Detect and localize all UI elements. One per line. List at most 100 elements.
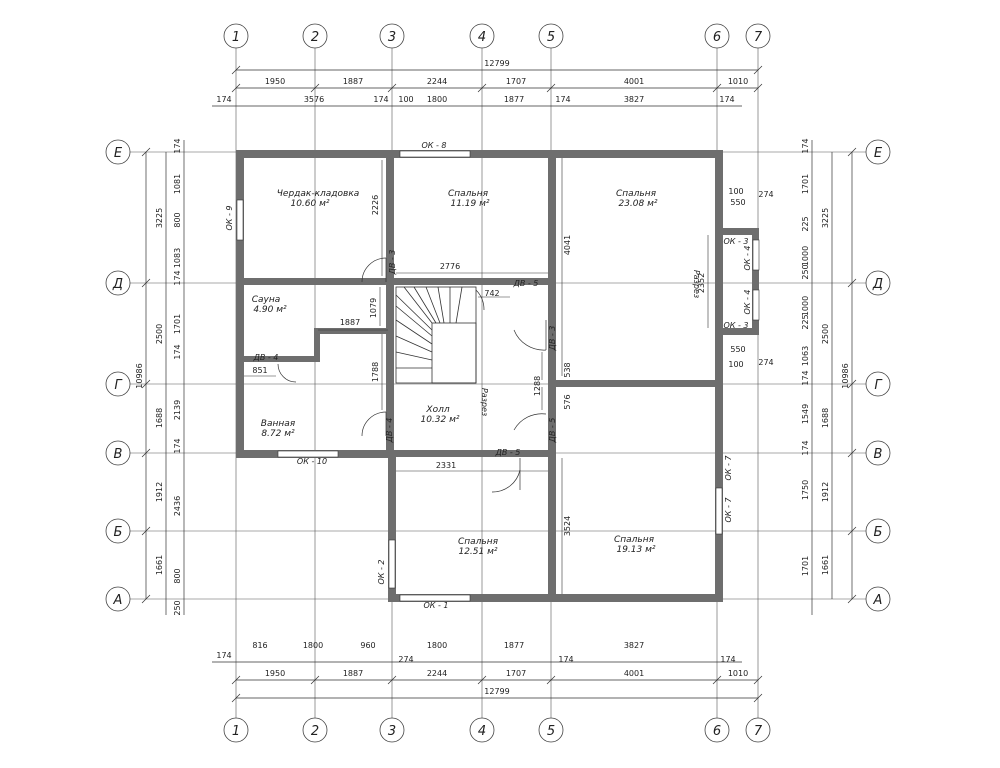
- dim-top-2: 100: [398, 95, 413, 104]
- axis-label-top: 2: [311, 30, 319, 45]
- dim-right-inner: 1063: [801, 346, 810, 366]
- dim-interior: 1288: [533, 376, 542, 396]
- dim-interior: 100: [728, 187, 743, 196]
- room-area: 12.51: [458, 547, 484, 557]
- dim-left-inner: 2139: [173, 400, 182, 420]
- room-unit: м²: [645, 545, 656, 555]
- section-label: Разрез: [480, 388, 489, 416]
- dim-interior: 576: [563, 394, 572, 409]
- dim-right-inner: 174: [801, 370, 810, 385]
- svg-text:10.32 м²: 10.32 м²: [420, 415, 459, 425]
- axis-label-top: 6: [713, 30, 721, 45]
- room-label: Ванная 8.72 м²: [261, 419, 296, 439]
- dim-top-2: 174: [555, 95, 570, 104]
- svg-text:23.08 м²: 23.08 м²: [618, 199, 657, 209]
- axis-label-bottom: 2: [311, 724, 319, 739]
- dim-bottom-2: 1950: [265, 669, 285, 678]
- axis-label-left: Д: [112, 277, 123, 292]
- room-label: Сауна 4.90 м²: [252, 295, 287, 315]
- axis-label-bottom: 4: [478, 724, 486, 739]
- dim-left-inner: 174: [173, 270, 182, 285]
- dim-interior: 3524: [563, 516, 572, 536]
- dim-left-total: 10986: [135, 363, 144, 388]
- door-label: ДВ - 3: [388, 250, 397, 276]
- window-label: ОК - 4: [743, 289, 752, 314]
- axis-label-bottom: 6: [713, 724, 721, 739]
- axis-label-left: Г: [114, 378, 123, 393]
- door-label: ДВ - 5: [495, 448, 521, 457]
- interior-dim-lines: [244, 158, 709, 594]
- room-unit: м²: [284, 429, 295, 439]
- svg-text:19.13 м²: 19.13 м²: [616, 545, 655, 555]
- room-name: Спальня: [458, 537, 499, 547]
- dim-bottom-1: 3827: [624, 641, 644, 650]
- svg-text:4.90 м²: 4.90 м²: [253, 305, 287, 315]
- room-area: 19.13: [616, 545, 642, 555]
- axis-bubbles-bottom: [223, 717, 771, 743]
- dim-bottom-2: 1010: [728, 669, 748, 678]
- axis-label-top: 4: [478, 30, 486, 45]
- walls: [236, 150, 759, 602]
- axis-label-bottom: 7: [754, 724, 763, 739]
- dim-right-inner: 174: [801, 440, 810, 455]
- dim-interior: 2331: [436, 461, 456, 470]
- room-name: Спальня: [448, 189, 489, 199]
- section-label: Разрез: [692, 270, 701, 298]
- dim-right-outer: 1688: [821, 408, 830, 428]
- dim-left-inner: 800: [173, 568, 182, 583]
- dim-interior: 538: [563, 362, 572, 377]
- dim-top-2: 3827: [624, 95, 644, 104]
- svg-text:10.60 м²: 10.60 м²: [290, 199, 329, 209]
- svg-text:8.72 м²: 8.72 м²: [261, 429, 295, 439]
- room-name: Спальня: [614, 535, 655, 545]
- axis-label-top: 5: [547, 30, 555, 45]
- window-label: ОК - 2: [377, 559, 386, 584]
- dim-interior: 274: [758, 358, 773, 367]
- room-name: Холл: [425, 405, 449, 415]
- dim-bottom-1: 174: [558, 655, 573, 664]
- staircase: [395, 286, 477, 384]
- dim-interior: 550: [730, 198, 745, 207]
- dim-right-inner: 1549: [801, 404, 810, 424]
- dim-bottom-2: 1887: [343, 669, 363, 678]
- dim-right-inner: 225: [801, 314, 810, 329]
- door-swings: [277, 257, 547, 493]
- dim-left-inner: 174: [173, 138, 182, 153]
- dim-right-inner: 1750: [801, 480, 810, 500]
- dim-interior: 100: [728, 360, 743, 369]
- dim-bottom-1: 274: [398, 655, 413, 664]
- dim-top-total: 12799: [484, 59, 509, 68]
- room-unit: м²: [487, 547, 498, 557]
- dim-left-outer: 250: [173, 600, 182, 615]
- dim-left-inner: 800: [173, 212, 182, 227]
- dim-top-2: 1800: [427, 95, 447, 104]
- room-unit: м²: [647, 199, 658, 209]
- dim-right-outer: 174: [801, 138, 810, 153]
- dim-interior: 1887: [340, 318, 360, 327]
- dim-bottom-1: 174: [720, 655, 735, 664]
- dim-right-inner: 1000: [801, 296, 810, 316]
- dim-bottom-1: 1800: [427, 641, 447, 650]
- svg-text:12.51 м²: 12.51 м²: [458, 547, 497, 557]
- dim-top-1: 1950: [265, 77, 285, 86]
- axis-label-top: 7: [754, 30, 763, 45]
- dim-top-2: 174: [373, 95, 388, 104]
- room-unit: м²: [319, 199, 330, 209]
- dim-top-2: 1877: [504, 95, 524, 104]
- window-label: ОК - 7: [724, 455, 733, 481]
- dim-top-1: 1707: [506, 77, 526, 86]
- room-label: Чердак-кладовка 10.60 м²: [277, 189, 360, 209]
- dim-interior: 2776: [440, 262, 460, 271]
- window-label: ОК - 9: [225, 205, 234, 230]
- dim-interior: 851: [252, 366, 267, 375]
- window-label: ОК - 3: [723, 237, 748, 246]
- dim-interior: 2226: [371, 195, 380, 215]
- room-label: Спальня 11.19 м²: [448, 189, 490, 209]
- window-label: ОК - 8: [421, 141, 446, 150]
- dim-right-outer: 3225: [821, 208, 830, 228]
- dim-left-inner: 174: [173, 438, 182, 453]
- axis-label-bottom: 5: [547, 724, 555, 739]
- door-label: ДВ - 4: [253, 353, 279, 362]
- dim-left-inner: 1081: [173, 174, 182, 194]
- axis-label-bottom: 1: [232, 724, 240, 739]
